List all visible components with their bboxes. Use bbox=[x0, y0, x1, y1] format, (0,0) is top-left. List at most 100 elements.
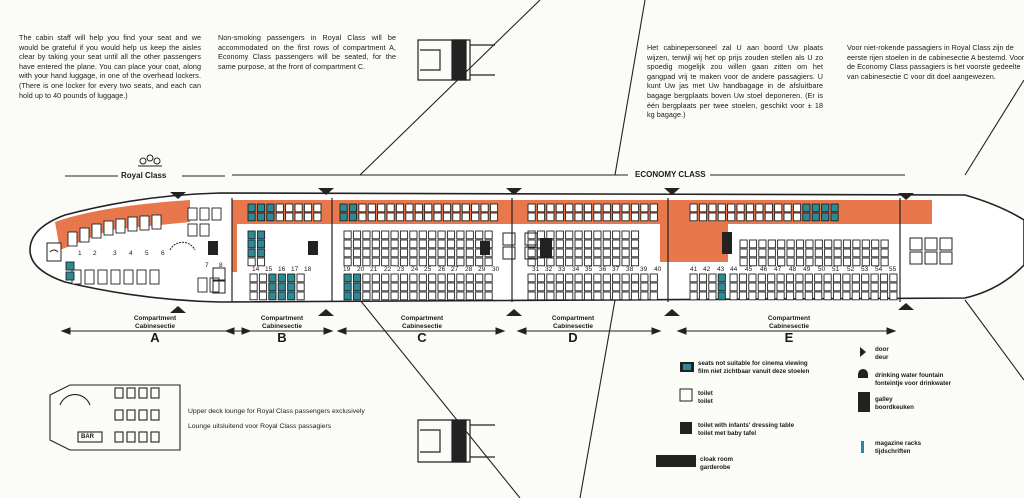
seat[interactable] bbox=[593, 248, 602, 258]
seat[interactable] bbox=[489, 212, 499, 222]
seat[interactable] bbox=[123, 269, 134, 285]
seat[interactable] bbox=[649, 282, 658, 292]
seat[interactable] bbox=[640, 203, 649, 213]
seat[interactable] bbox=[621, 239, 630, 249]
seat[interactable] bbox=[362, 230, 371, 240]
seat[interactable] bbox=[640, 273, 649, 283]
seat[interactable] bbox=[804, 273, 813, 283]
seat[interactable] bbox=[386, 212, 395, 222]
seat[interactable] bbox=[65, 271, 75, 281]
seat[interactable] bbox=[630, 248, 640, 258]
seat[interactable] bbox=[456, 291, 465, 301]
seat[interactable] bbox=[484, 257, 493, 267]
seat[interactable] bbox=[405, 212, 414, 222]
seat[interactable] bbox=[390, 257, 399, 267]
seat[interactable] bbox=[536, 203, 546, 213]
seat[interactable] bbox=[583, 248, 593, 258]
seat[interactable] bbox=[442, 203, 452, 213]
seat[interactable] bbox=[418, 282, 427, 292]
seat[interactable] bbox=[367, 212, 376, 222]
seat[interactable] bbox=[802, 212, 811, 222]
seat[interactable] bbox=[409, 273, 418, 283]
seat[interactable] bbox=[437, 239, 446, 249]
seat[interactable] bbox=[708, 203, 717, 213]
seat[interactable] bbox=[471, 203, 480, 213]
seat[interactable] bbox=[285, 203, 294, 213]
seat[interactable] bbox=[268, 291, 277, 301]
seat[interactable] bbox=[574, 212, 583, 222]
seat[interactable] bbox=[428, 230, 437, 240]
seat[interactable] bbox=[256, 212, 266, 222]
seat[interactable] bbox=[698, 291, 708, 301]
seat[interactable] bbox=[738, 282, 748, 292]
seat[interactable] bbox=[277, 273, 286, 283]
seat[interactable] bbox=[527, 248, 536, 258]
seat[interactable] bbox=[824, 248, 833, 258]
seat[interactable] bbox=[821, 212, 830, 222]
seat[interactable] bbox=[115, 218, 126, 234]
seat[interactable] bbox=[630, 203, 640, 213]
seat[interactable] bbox=[871, 248, 880, 258]
seat[interactable] bbox=[630, 282, 640, 292]
seat[interactable] bbox=[565, 248, 574, 258]
seat[interactable] bbox=[745, 203, 755, 213]
seat[interactable] bbox=[456, 282, 465, 292]
seat[interactable] bbox=[546, 212, 555, 222]
seat[interactable] bbox=[767, 257, 776, 267]
seat[interactable] bbox=[247, 257, 256, 267]
seat[interactable] bbox=[352, 248, 362, 258]
seat[interactable] bbox=[371, 282, 380, 292]
seat[interactable] bbox=[880, 248, 889, 258]
seat[interactable] bbox=[861, 239, 870, 249]
seat[interactable] bbox=[294, 203, 303, 213]
seat[interactable] bbox=[437, 291, 446, 301]
seat[interactable] bbox=[536, 257, 546, 267]
seat[interactable] bbox=[187, 223, 198, 237]
seat[interactable] bbox=[409, 230, 418, 240]
seat[interactable] bbox=[84, 269, 95, 285]
seat[interactable] bbox=[348, 203, 358, 213]
seat[interactable] bbox=[574, 273, 583, 283]
seat[interactable] bbox=[593, 282, 602, 292]
seat[interactable] bbox=[602, 248, 611, 258]
seat[interactable] bbox=[689, 273, 698, 283]
seat[interactable] bbox=[424, 212, 433, 222]
seat[interactable] bbox=[475, 257, 484, 267]
seat[interactable] bbox=[446, 248, 456, 258]
seat[interactable] bbox=[390, 273, 399, 283]
seat[interactable] bbox=[767, 273, 776, 283]
seat[interactable] bbox=[811, 212, 820, 222]
seat[interactable] bbox=[275, 212, 284, 222]
seat[interactable] bbox=[649, 291, 658, 301]
seat[interactable] bbox=[612, 257, 621, 267]
seat[interactable] bbox=[409, 291, 418, 301]
seat[interactable] bbox=[823, 291, 832, 301]
seat[interactable] bbox=[428, 291, 437, 301]
seat[interactable] bbox=[630, 257, 640, 267]
seat[interactable] bbox=[546, 282, 555, 292]
seat[interactable] bbox=[565, 230, 574, 240]
seat[interactable] bbox=[805, 257, 814, 267]
seat[interactable] bbox=[527, 230, 536, 240]
seat[interactable] bbox=[879, 282, 889, 292]
seat[interactable] bbox=[536, 212, 546, 222]
seat[interactable] bbox=[738, 273, 748, 283]
seat[interactable] bbox=[786, 257, 795, 267]
seat[interactable] bbox=[456, 230, 465, 240]
seat[interactable] bbox=[409, 257, 418, 267]
seat[interactable] bbox=[612, 273, 621, 283]
seat[interactable] bbox=[395, 203, 405, 213]
seat[interactable] bbox=[266, 203, 275, 213]
seat[interactable] bbox=[649, 212, 658, 222]
seat[interactable] bbox=[456, 257, 465, 267]
seat[interactable] bbox=[461, 203, 470, 213]
seat[interactable] bbox=[484, 230, 493, 240]
seat[interactable] bbox=[275, 203, 284, 213]
seat[interactable] bbox=[399, 291, 409, 301]
seat[interactable] bbox=[256, 257, 266, 267]
seat[interactable] bbox=[418, 239, 427, 249]
seat[interactable] bbox=[287, 273, 296, 283]
seat[interactable] bbox=[103, 220, 114, 236]
seat[interactable] bbox=[209, 277, 220, 293]
seat[interactable] bbox=[832, 282, 842, 292]
